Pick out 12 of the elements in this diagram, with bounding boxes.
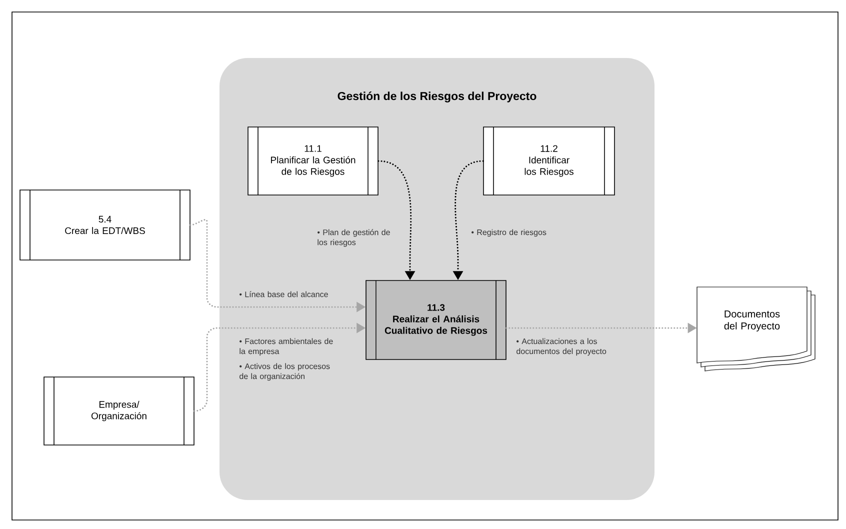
edge-label: • Línea base del alcance [240,291,328,298]
edge-label: • Factores ambientales de la empresa [240,338,333,356]
process-box: 11.3 Realizar el Análisis Cualitativo de Riesgos [366,280,506,360]
process-box: 5.4 Crear la EDT/WBS [20,190,190,260]
document-stack: Documentos del Proyecto [696,286,816,372]
edge-label: • Plan de gestión de los riesgos [318,229,390,247]
process-box: Empresa/ Organización [44,376,194,446]
process-box: 11.2 Identificar los Riesgos [483,126,615,196]
edge-label: • Actualizaciones a los documentos del proyecto [516,338,606,356]
process-box: 11.1 Planificar la Gestión de los Riesgos [248,126,378,196]
edge-label: • Registro de riesgos [472,229,546,237]
input-label: • Activos de los procesos de la organización [240,363,330,381]
